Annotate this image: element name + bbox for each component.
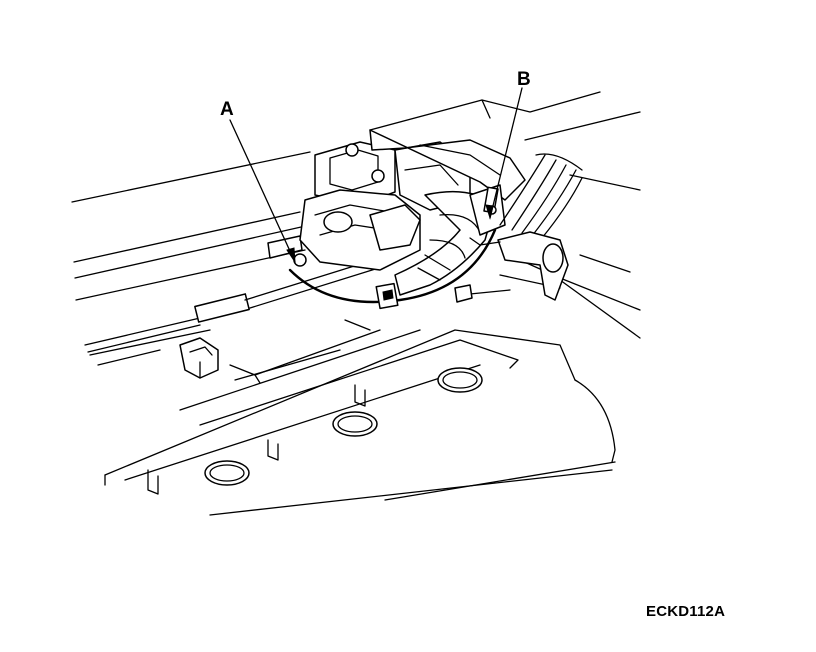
breather-hose xyxy=(469,153,583,301)
valve-cover xyxy=(89,274,576,486)
figure-code: ECKD112A xyxy=(646,603,726,620)
bracket-bolt xyxy=(179,337,219,379)
throttle-cable xyxy=(84,235,386,353)
callout-label-a: A xyxy=(220,99,234,120)
plug-wells xyxy=(147,367,483,495)
leader-lines xyxy=(229,87,523,264)
callout-label-b: B xyxy=(517,69,531,90)
engine-bay-outline xyxy=(71,91,641,516)
